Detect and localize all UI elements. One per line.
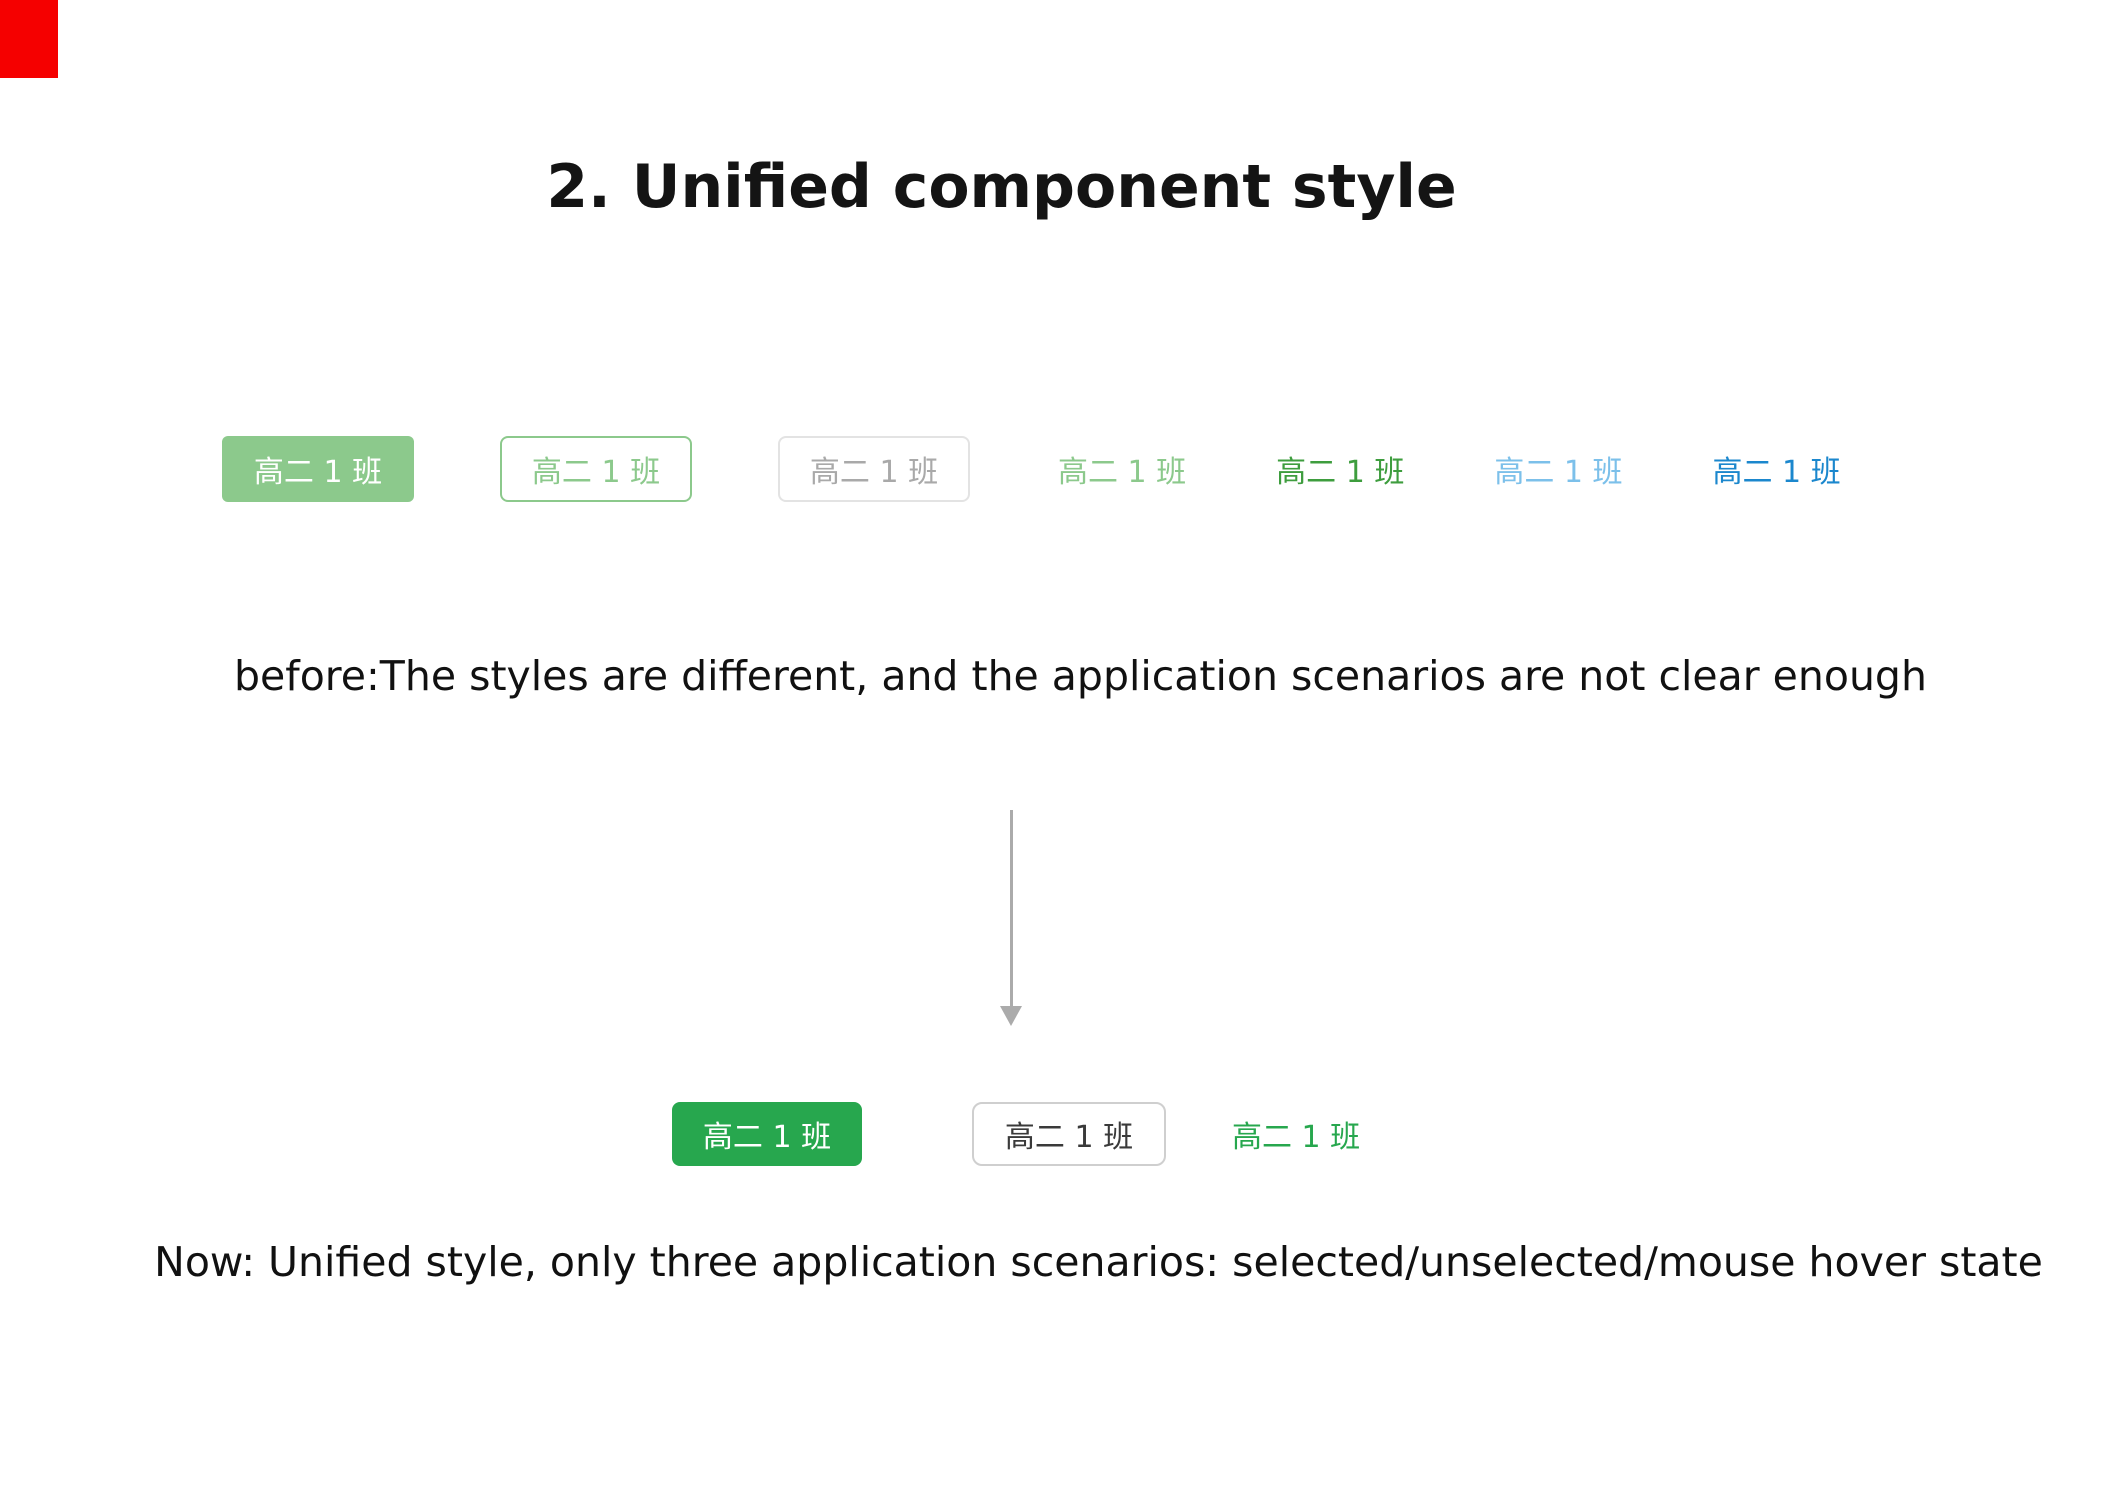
before-tag-text-blue[interactable]: 高二 1 班 bbox=[1711, 447, 1843, 491]
before-tag-row: 高二 1 班 高二 1 班 高二 1 班 高二 1 班 高二 1 班 高二 1 … bbox=[222, 436, 1843, 502]
red-corner-marker bbox=[0, 0, 58, 78]
before-tag-outline-gray[interactable]: 高二 1 班 bbox=[778, 436, 970, 502]
now-tag-unselected[interactable]: 高二 1 班 bbox=[972, 1102, 1166, 1166]
page-title: 2. Unified component style bbox=[546, 152, 1457, 222]
before-tag-text-green[interactable]: 高二 1 班 bbox=[1274, 447, 1406, 491]
now-tag-mouse-hover[interactable]: 高二 1 班 bbox=[1230, 1112, 1362, 1156]
before-tag-outline-green[interactable]: 高二 1 班 bbox=[500, 436, 692, 502]
now-tag-selected[interactable]: 高二 1 班 bbox=[672, 1102, 862, 1166]
down-arrow-shaft bbox=[1010, 810, 1013, 1008]
before-caption: before:The styles are different, and the… bbox=[234, 652, 1927, 700]
now-caption: Now: Unified style, only three applicati… bbox=[154, 1238, 2043, 1286]
before-tag-text-light-green[interactable]: 高二 1 班 bbox=[1056, 447, 1188, 491]
before-tag-filled[interactable]: 高二 1 班 bbox=[222, 436, 414, 502]
now-tag-row: 高二 1 班 高二 1 班 高二 1 班 bbox=[672, 1102, 1362, 1166]
before-tag-text-light-blue[interactable]: 高二 1 班 bbox=[1492, 447, 1624, 491]
down-arrow-head bbox=[1000, 1006, 1022, 1026]
